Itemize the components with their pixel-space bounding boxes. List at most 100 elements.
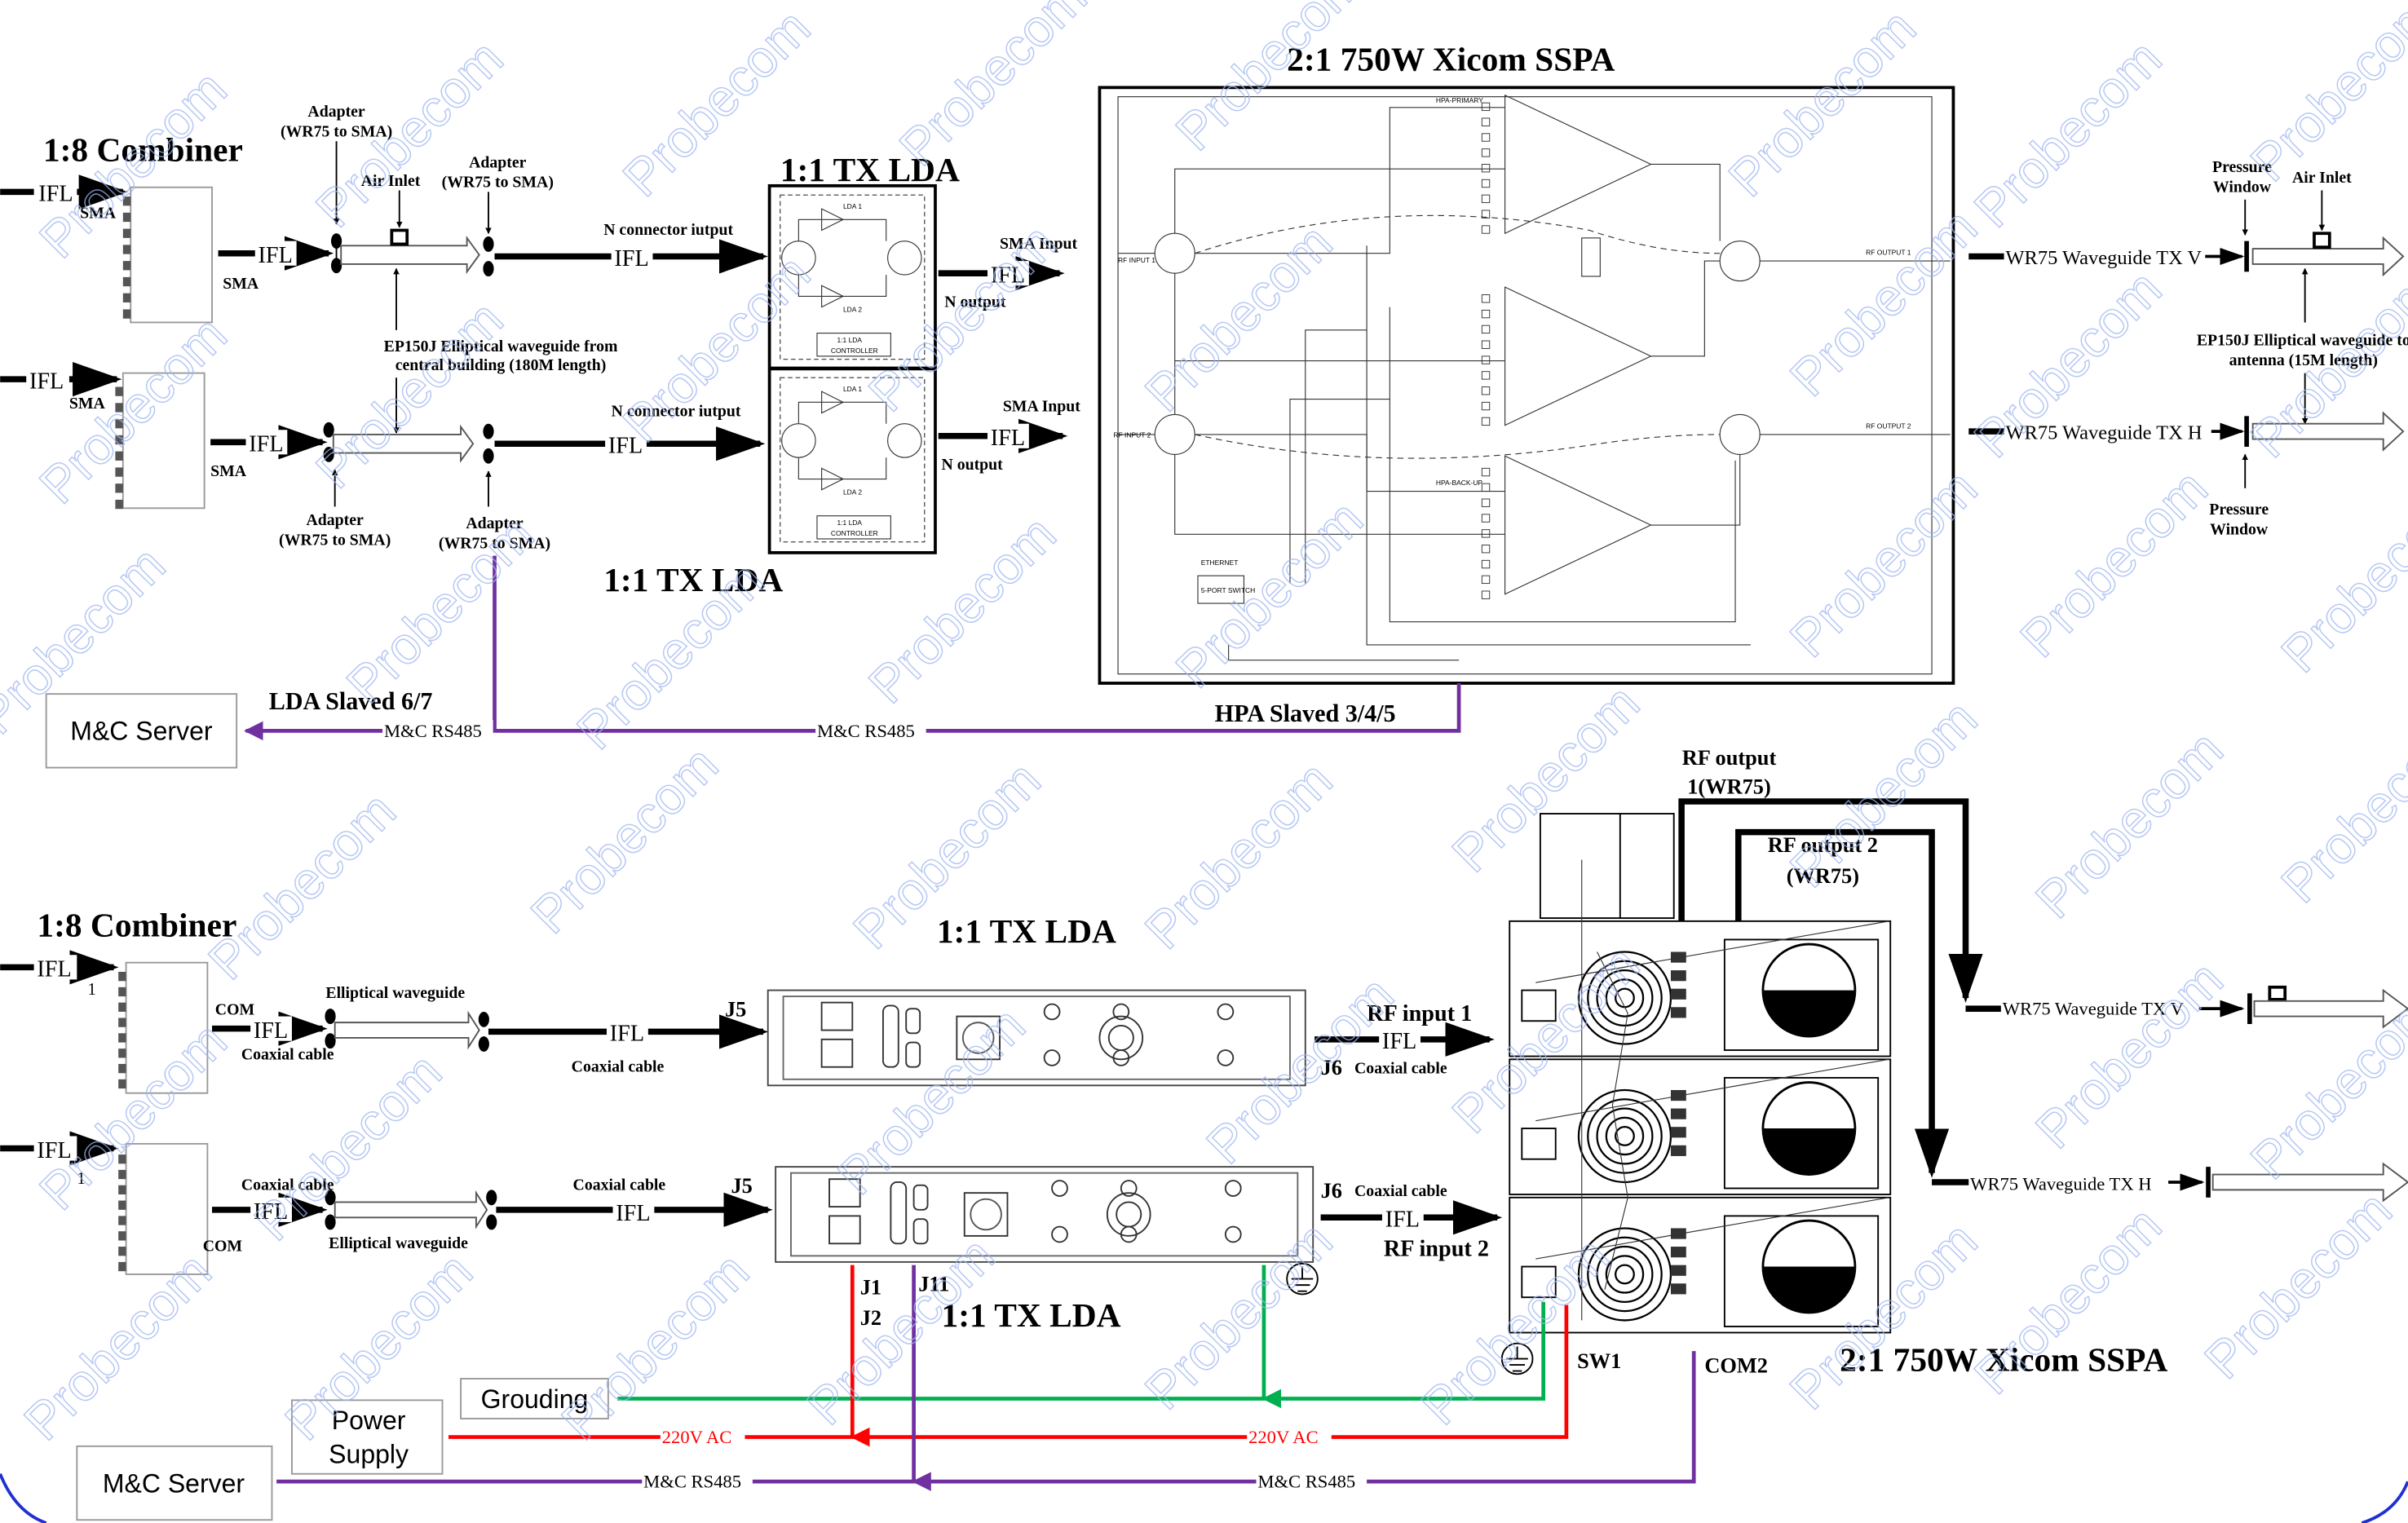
ep150j-label: EP150J Elliptical waveguide to	[2197, 332, 2408, 350]
rs485-label: M&C RS485	[1257, 1472, 1355, 1492]
air-inlet-icon	[2313, 232, 2331, 249]
sspa-switch-label: 5-PORT SWITCH	[1201, 586, 1256, 594]
sma-port-icon	[115, 435, 123, 445]
fan-icon	[956, 1015, 1001, 1061]
lda-unit: LDA 1 LDA 2 1:1 LDA CONTROLLER LDA 1 LDA…	[767, 183, 937, 554]
sma-port-icon	[118, 1216, 126, 1225]
sspa-title: 2:1 750W Xicom SSPA	[1840, 1341, 2167, 1379]
lda-title: 1:1 TX LDA	[780, 151, 960, 188]
power-connector-icon	[820, 1038, 854, 1068]
elliptical-waveguide-label: Elliptical waveguide	[329, 1234, 468, 1252]
lda-slaved-label: LDA Slaved 6/7	[269, 687, 433, 715]
combiner-title: 1:8 Combiner	[37, 907, 236, 944]
sspa-schematic: RF INPUT 1 RF INPUT 2 ETHERNET 5-PORT SW…	[1098, 86, 1955, 685]
hpa-slaved-label: HPA Slaved 3/4/5	[1215, 700, 1396, 727]
sma-port-icon	[118, 1247, 126, 1256]
sma-port-icon	[122, 245, 131, 254]
rf-output-2-line	[1735, 828, 1950, 1178]
sma-label: SMA	[210, 462, 247, 480]
sma-input-label: SMA Input	[1000, 235, 1077, 253]
sma-label: SMA	[80, 204, 117, 222]
lda-1-label: LDA 1	[843, 202, 862, 210]
mc-server-box	[45, 693, 238, 769]
rf-connector-icon	[1051, 1180, 1068, 1197]
ifl-label: IFL	[991, 263, 1025, 288]
elliptical-waveguide	[340, 235, 480, 275]
ground-icon	[1500, 1342, 1534, 1375]
adapter-label: Adapter	[466, 514, 523, 532]
elliptical-waveguide	[334, 1190, 488, 1229]
elliptical-waveguide	[334, 1010, 480, 1050]
rf-output-1-label: 1(WR75)	[1687, 775, 1770, 799]
sma-port-icon	[122, 212, 131, 223]
combiner-box	[130, 186, 213, 324]
sma-port-icon	[118, 1185, 126, 1195]
corner-arc	[0, 1473, 2408, 1523]
grounding-label: Grouding	[481, 1384, 589, 1414]
sma-port-icon	[118, 1261, 126, 1272]
elliptical-waveguide	[2253, 988, 2408, 1029]
sspa-unit	[1509, 1196, 1892, 1334]
sspa-title: 2:1 750W Xicom SSPA	[1287, 41, 1615, 78]
watermark-text: Probecom	[197, 781, 407, 991]
adapter-icon	[323, 422, 334, 462]
watermark-text: Probecom	[2239, 0, 2408, 192]
air-inlet-label: Air Inlet	[361, 172, 421, 190]
rf-connector-icon	[1120, 1180, 1138, 1197]
rs485-line	[245, 555, 1461, 731]
sma-port-icon	[118, 1033, 126, 1043]
sma-port-icon	[122, 293, 131, 302]
adapter-icon	[483, 236, 494, 276]
lda-2-label: LDA 2	[843, 488, 862, 496]
fan-icon	[963, 1192, 1009, 1237]
rs485-label: M&C RS485	[817, 721, 915, 741]
top-section: 1:8 Combiner IFL SMA SMA IFL IFL N conne…	[0, 41, 2408, 769]
rf-output-2-label: (WR75)	[1787, 864, 1859, 888]
j6-label: J6	[1321, 1056, 1342, 1079]
ifl-label: IFL	[610, 1022, 644, 1047]
adapter-label: Adapter	[469, 153, 526, 171]
sspa-backup-label: HPA-BACK-UP	[1436, 479, 1483, 487]
watermark-text: Probecom	[888, 0, 1098, 177]
sma-input-label: SMA Input	[1003, 398, 1080, 416]
lda-controller-label: CONTROLLER	[831, 347, 878, 355]
power-supply-label: Power	[332, 1406, 406, 1435]
sma-port-icon	[118, 1079, 126, 1089]
ifl-label: IFL	[29, 369, 64, 394]
adapter-icon	[483, 423, 494, 464]
watermark-text: Probecom	[2009, 458, 2219, 668]
lda-controller-label: 1:1 LDA	[837, 519, 862, 527]
sma-port-icon	[118, 1063, 126, 1074]
pressure-window-label: Window	[2213, 178, 2272, 196]
watermark-text: Probecom	[2024, 950, 2233, 1159]
air-inlet-label: Air Inlet	[2292, 169, 2352, 187]
ground-line	[617, 1265, 1546, 1399]
rf-connector-icon	[1217, 1003, 1235, 1021]
watermark-text: Probecom	[2024, 720, 2233, 929]
ifl-label: IFL	[258, 243, 293, 268]
ifl-label: IFL	[614, 246, 648, 271]
coaxial-cable-label: Coaxial cable	[241, 1176, 334, 1194]
sma-port-icon	[115, 467, 123, 477]
rf-connector-icon	[1224, 1180, 1242, 1197]
sma-port-icon	[118, 1200, 126, 1210]
combiner-ports	[118, 971, 126, 1089]
port-label: 1	[77, 1170, 85, 1188]
sspa-unit	[1509, 920, 1892, 1057]
sma-port-icon	[115, 419, 123, 429]
j5-label: J5	[731, 1174, 753, 1198]
rs485-line	[276, 1265, 1696, 1482]
j6-label: J6	[1321, 1179, 1342, 1203]
ifl-label: IFL	[254, 1199, 288, 1225]
air-inlet-icon	[390, 228, 409, 246]
dsub-connector-icon	[881, 1004, 899, 1068]
ep150j-label: EP150J Elliptical waveguide from	[384, 338, 618, 355]
lda-controller-label: 1:1 LDA	[837, 336, 862, 344]
lda-title: 1:1 TX LDA	[941, 1296, 1120, 1334]
combiner-title: 1:8 Combiner	[43, 131, 243, 169]
sma-port-icon	[115, 451, 123, 461]
com2-label: COM2	[1704, 1353, 1768, 1377]
ifl-label: IFL	[254, 1018, 288, 1044]
sspa-chassis	[1509, 813, 1892, 1334]
